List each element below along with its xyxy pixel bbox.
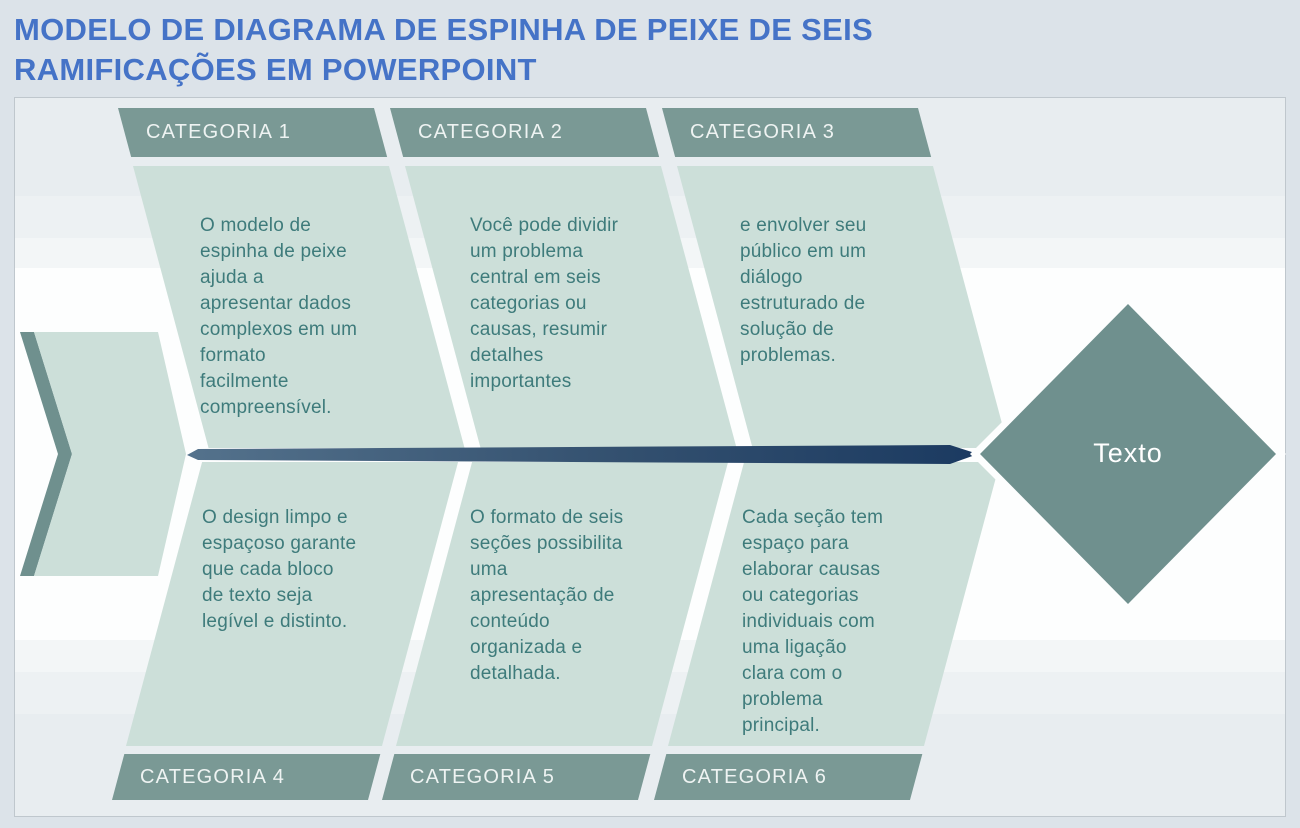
head-diamond xyxy=(980,304,1276,604)
branch-text-3: e envolver seu público em um diálogo est… xyxy=(740,215,867,366)
tail-chevron xyxy=(34,332,186,576)
branch-text-1: O modelo de espinha de peixe ajuda a apr… xyxy=(200,215,358,418)
category-5-label: CATEGORIA 5 xyxy=(410,766,556,788)
category-2-label: CATEGORIA 2 xyxy=(418,121,564,143)
category-6-label: CATEGORIA 6 xyxy=(682,766,828,788)
branch-text-6: Cada seção tem espaço para elaborar caus… xyxy=(742,507,884,736)
branch-text-4: O design limpo e espaçoso garante que ca… xyxy=(202,507,357,632)
category-3-label: CATEGORIA 3 xyxy=(690,121,836,143)
spine-arrow xyxy=(187,445,978,464)
page-title: MODELO DE DIAGRAMA DE ESPINHA DE PEIXE D… xyxy=(14,12,873,87)
category-1-label: CATEGORIA 1 xyxy=(146,121,292,143)
tail-stripe-chevron xyxy=(20,332,72,576)
category-4-label: CATEGORIA 4 xyxy=(140,766,286,788)
branch-text-2: Você pode dividir um problema central em… xyxy=(470,215,619,392)
branch-text-5: O formato de seis seções possibilita uma… xyxy=(470,507,624,684)
head-diamond-label: Texto xyxy=(1093,438,1163,468)
